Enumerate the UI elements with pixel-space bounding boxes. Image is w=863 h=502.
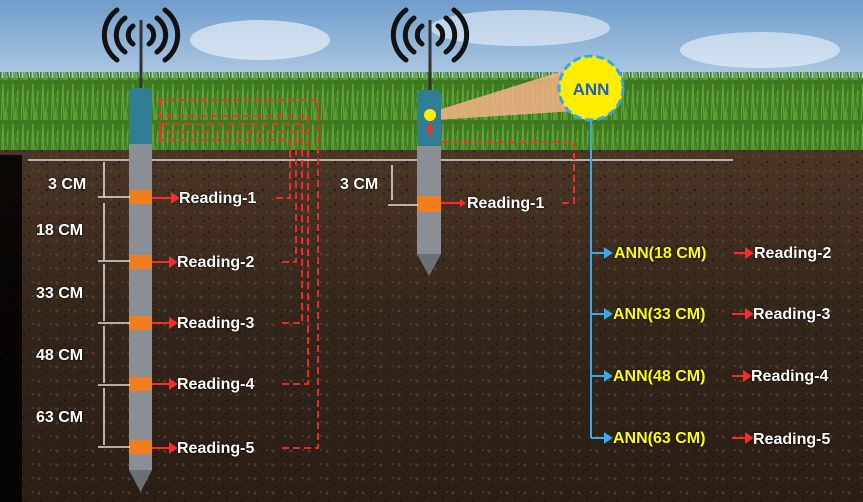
reading-label: Reading-1 bbox=[179, 190, 257, 207]
ann-reading-label: Reading-3 bbox=[753, 306, 831, 323]
sensor-band bbox=[129, 255, 152, 269]
ann-branch-lines bbox=[590, 120, 613, 444]
right-probe bbox=[388, 7, 754, 444]
ann-output-label: ANN(63 CM) bbox=[613, 430, 706, 447]
depth-dimension-lines bbox=[388, 165, 418, 206]
data-paths bbox=[158, 99, 319, 449]
cloud bbox=[430, 10, 610, 46]
depth-label: 3 CM bbox=[48, 176, 87, 193]
depth-label: 33 CM bbox=[36, 285, 84, 302]
ann-cone bbox=[432, 70, 590, 120]
probe-tip bbox=[129, 470, 152, 492]
sensor-band bbox=[417, 196, 441, 212]
reading-label: Reading-5 bbox=[177, 440, 255, 457]
sensor-band bbox=[129, 190, 152, 204]
ann-reading-label: Reading-5 bbox=[753, 431, 831, 448]
ann-reading-label: Reading-2 bbox=[754, 245, 832, 262]
reading-label: Reading-1 bbox=[467, 195, 545, 212]
ann-label: ANN bbox=[572, 80, 610, 99]
processor-dot bbox=[424, 109, 436, 121]
sensor-band bbox=[129, 440, 152, 454]
left-border bbox=[0, 155, 22, 502]
cloud bbox=[190, 20, 330, 60]
wireless-signal-icon bbox=[101, 7, 181, 63]
ann-reading-label: Reading-4 bbox=[751, 368, 829, 385]
reading-label: Reading-4 bbox=[177, 376, 255, 393]
ann-output-label: ANN(48 CM) bbox=[613, 368, 706, 385]
up-arrow bbox=[426, 122, 434, 130]
depth-label: 63 CM bbox=[36, 409, 84, 426]
reading-label: Reading-2 bbox=[177, 254, 255, 271]
depth-label: 18 CM bbox=[36, 222, 84, 239]
sensor-band bbox=[129, 377, 152, 391]
ann-output-label: ANN(33 CM) bbox=[613, 306, 706, 323]
left-probe bbox=[98, 7, 319, 492]
probe-tip bbox=[417, 254, 441, 276]
depth-label: 3 CM bbox=[340, 176, 379, 193]
cloud bbox=[680, 32, 840, 68]
wireless-signal-icon bbox=[390, 7, 470, 63]
ann-output-label: ANN(18 CM) bbox=[614, 245, 707, 262]
probe-cap bbox=[129, 88, 152, 144]
sensor-band bbox=[129, 316, 152, 330]
depth-label: 48 CM bbox=[36, 347, 84, 364]
ann-output-arrows bbox=[732, 247, 754, 444]
reading-label: Reading-3 bbox=[177, 315, 255, 332]
depth-dimension-lines bbox=[98, 162, 130, 448]
reading-arrows bbox=[152, 192, 180, 454]
data-path bbox=[440, 141, 575, 204]
